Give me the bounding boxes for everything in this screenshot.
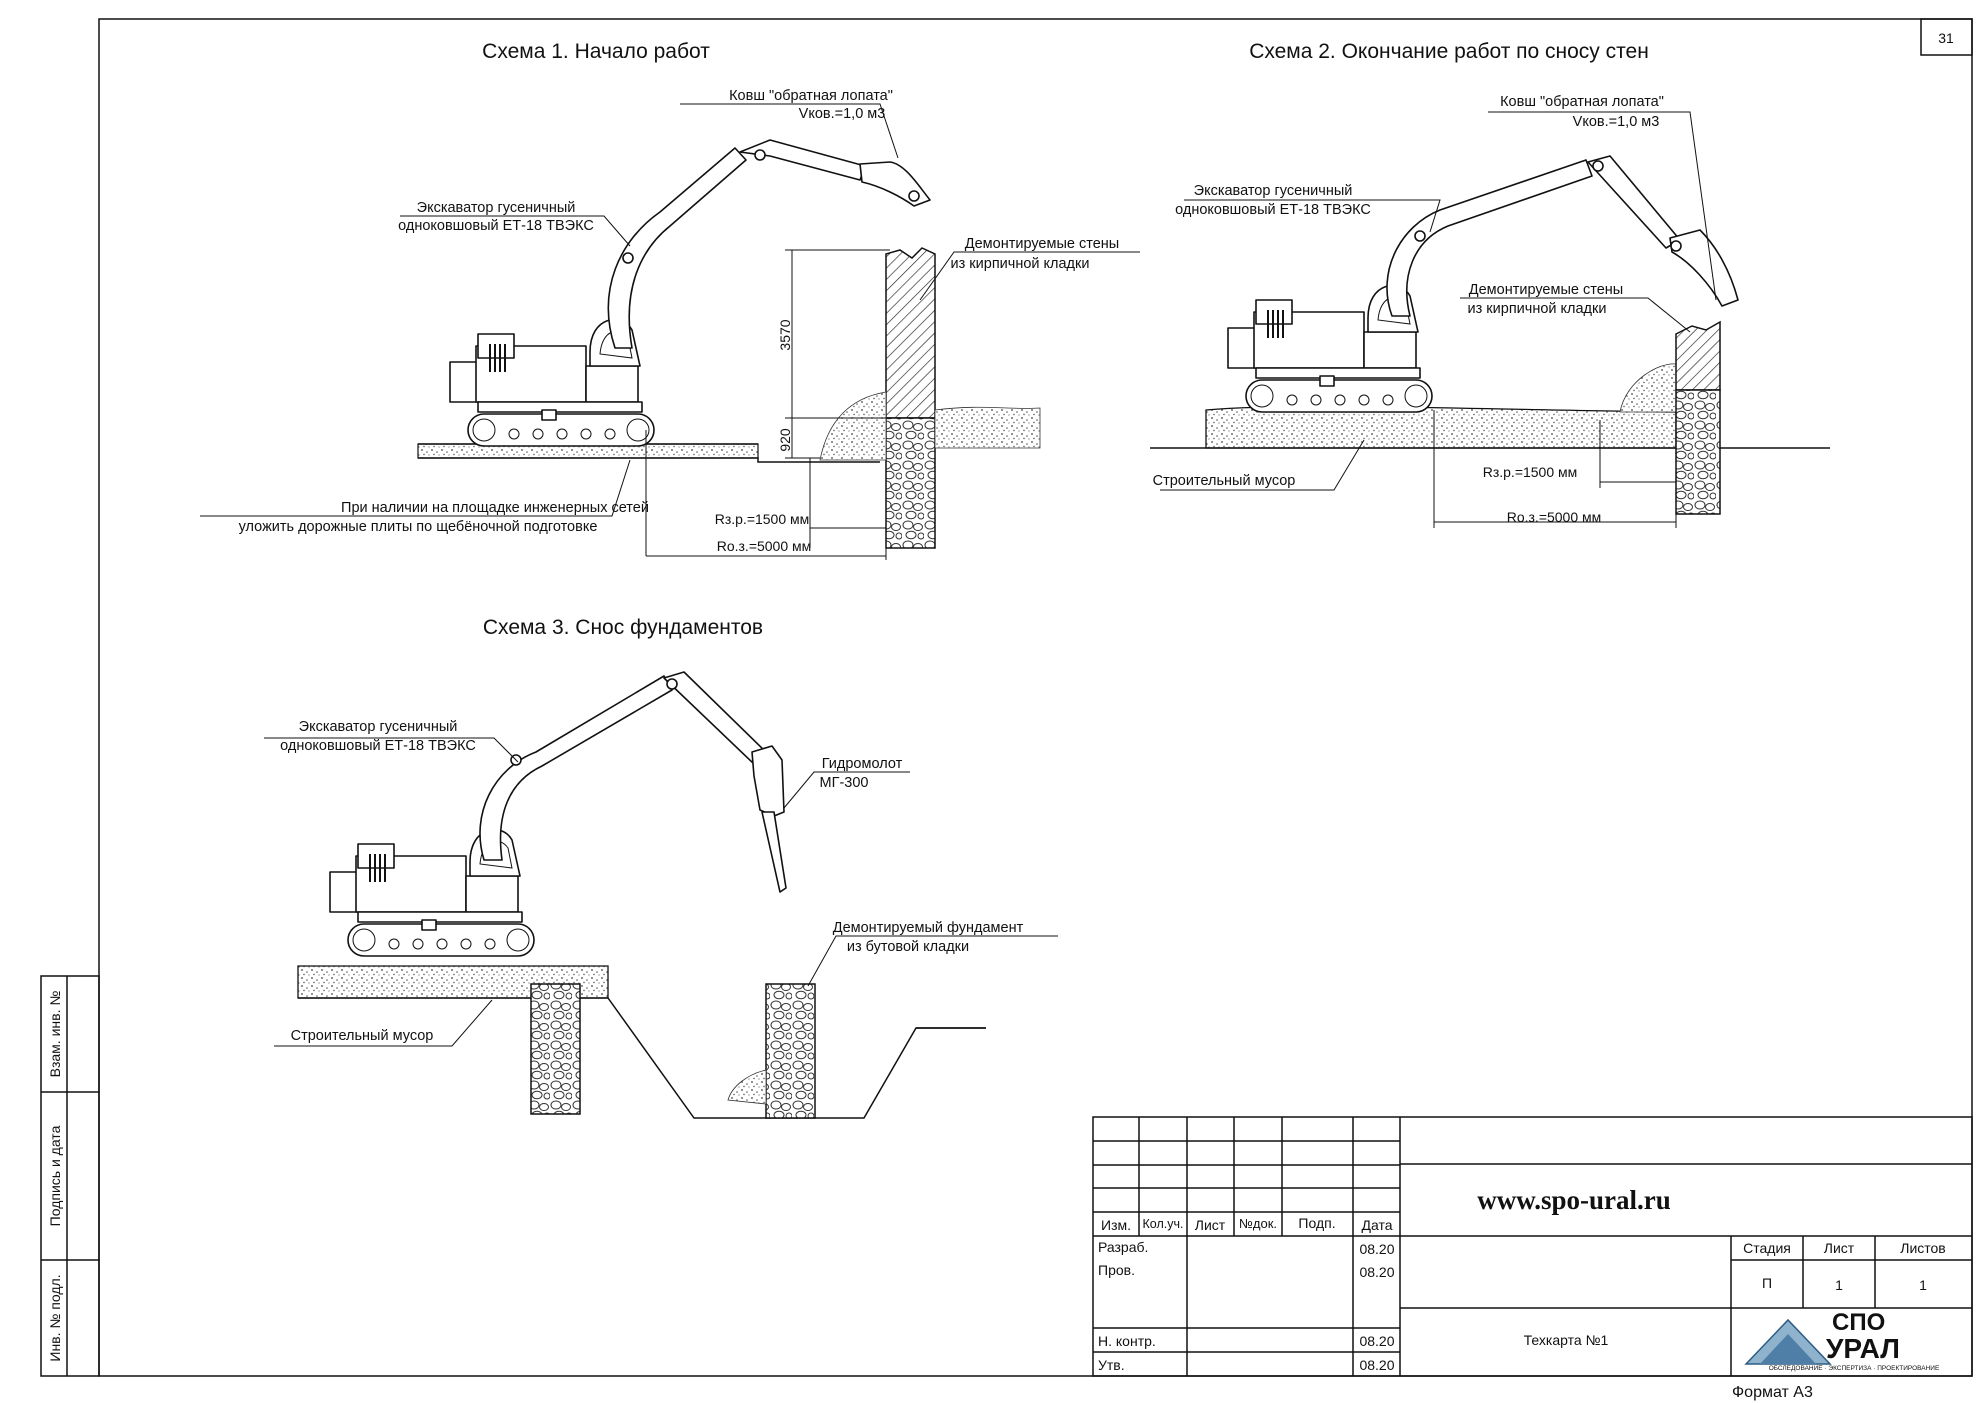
dim-height: 3570 — [777, 319, 793, 350]
hammer-label-line2: МГ-300 — [820, 775, 869, 791]
scheme-3-title: Схема 3. Снос фундаментов — [483, 616, 763, 639]
row-role-developer: Разраб. — [1098, 1239, 1148, 1255]
side-stamp: Взам. инв. № Подпись и дата Инв. № подл. — [40, 975, 100, 1377]
drawing-frame — [98, 18, 1973, 1377]
dimensions-2 — [1433, 410, 1677, 528]
foundation-label-line2: из бутовой кладки — [847, 939, 969, 955]
ground-line-1 — [418, 457, 880, 463]
rubble-foundation-1 — [885, 417, 936, 549]
logo-line1: СПО — [1832, 1309, 1885, 1336]
col-header-list: Лист — [1195, 1217, 1226, 1233]
hammer-label-line1: Гидромолот — [822, 756, 903, 772]
document-name: Техкарта №1 — [1524, 1332, 1609, 1348]
scheme-1-title: Схема 1. Начало работ — [482, 40, 710, 63]
title-block: Изм. Кол.уч. Лист №док. Подп. Дата Разра… — [1092, 1116, 1973, 1377]
foundation-column-left — [530, 983, 581, 1115]
row-date-approved: 08.20 — [1359, 1357, 1394, 1373]
radius-danger-1: Rо.з.=5000 мм — [717, 538, 812, 554]
hydraulic-hammer — [751, 745, 785, 817]
rubble-foundation-2 — [1675, 389, 1721, 515]
plates-note-line1: При наличии на площадке инженерных сетей — [341, 500, 649, 516]
dimensions-1 — [645, 249, 890, 560]
walls-2-label-line2: из кирпичной кладки — [1468, 301, 1607, 317]
col-header-koluch: Кол.уч. — [1143, 1217, 1184, 1231]
excavator-3-label-line1: Экскаватор гусеничный — [299, 719, 458, 735]
bucket-1 — [859, 161, 931, 207]
sheets-total-value: 1 — [1919, 1277, 1927, 1293]
bucket-1-label-line1: Ковш "обратная лопата" — [729, 88, 893, 104]
company-logo: СПО УРАЛ ОБСЛЕДОВАНИЕ · ЭКСПЕРТИЗА · ПРО… — [1744, 1309, 1940, 1372]
walls-2-label-line1: Демонтируемые стены — [1469, 282, 1623, 298]
excavator-3-arm — [663, 671, 771, 765]
bucket-1-label-line2: Vков.=1,0 м3 — [799, 106, 886, 122]
radius-danger-2: Rо.з.=5000 мм — [1507, 509, 1602, 525]
excavator-3 — [329, 828, 535, 957]
row-role-approved: Утв. — [1098, 1357, 1125, 1373]
walls-1-label-line2: из кирпичной кладки — [951, 256, 1090, 272]
row-date-developer: 08.20 — [1359, 1241, 1394, 1257]
excavator-1-label-line2: одноковшовый ЕТ-18 ТВЭКС — [398, 218, 594, 234]
excavator-2-boom — [1386, 159, 1593, 317]
sheet-number: 31 — [1938, 30, 1954, 46]
excavator-1-boom — [607, 147, 747, 349]
stamp-replace-inv: Взам. инв. № — [47, 991, 63, 1078]
col-header-data: Дата — [1361, 1217, 1392, 1233]
stage-header: Стадия — [1743, 1240, 1791, 1256]
excavator-3-boom — [479, 675, 673, 861]
debris-pile-1 — [819, 391, 887, 461]
stamp-inv-original: Инв. № подл. — [47, 1274, 63, 1361]
stamp-sign-date: Подпись и дата — [47, 1125, 63, 1226]
scheme-1: Схема 1. Начало работ — [200, 40, 1140, 560]
plates-note-line2: уложить дорожные плиты по щебёночной под… — [239, 519, 598, 535]
excavator-3-label-line2: одноковшовый ЕТ-18 ТВЭКС — [280, 738, 476, 754]
debris-2-label: Строительный мусор — [1153, 473, 1296, 489]
scheme-2-title: Схема 2. Окончание работ по сносу стен — [1249, 40, 1649, 63]
logo-line2: УРАЛ — [1826, 1333, 1900, 1364]
sheet-number-box — [1920, 18, 1973, 56]
radius-work-1: Rз.р.=1500 мм — [715, 511, 810, 527]
stage-value: П — [1762, 1275, 1772, 1291]
row-role-norm-control: Н. контр. — [1098, 1333, 1156, 1349]
radius-work-2: Rз.р.=1500 мм — [1483, 464, 1578, 480]
excavator-2-label-line1: Экскаватор гусеничный — [1194, 183, 1353, 199]
scheme-2: Схема 2. Окончание работ по сносу стен R… — [1150, 40, 1830, 528]
hammer-chisel — [761, 811, 787, 893]
bucket-2 — [1669, 229, 1739, 307]
wall-stub-2 — [1675, 320, 1721, 391]
col-header-podp: Подп. — [1298, 1215, 1335, 1231]
col-header-ndok: №док. — [1239, 1216, 1277, 1231]
foundation-label-line1: Демонтируемый фундамент — [833, 920, 1024, 936]
bucket-2-label-line2: Vков.=1,0 м3 — [1573, 114, 1660, 130]
format-label: Формат А3 — [1732, 1384, 1813, 1401]
excavator-1-label-line1: Экскаватор гусеничный — [417, 200, 576, 216]
dim-depth: 920 — [777, 428, 793, 452]
row-role-checker: Пров. — [1098, 1262, 1135, 1278]
row-date-checker: 08.20 — [1359, 1264, 1394, 1280]
sheet-value: 1 — [1835, 1277, 1843, 1293]
walls-1-label-line1: Демонтируемые стены — [965, 236, 1119, 252]
col-header-izm: Изм. — [1101, 1217, 1131, 1233]
sheet-header: Лист — [1824, 1240, 1855, 1256]
scheme-3: Схема 3. Снос фундаментов Экскаватор гус… — [264, 616, 1058, 1119]
logo-tagline: ОБСЛЕДОВАНИЕ · ЭКСПЕРТИЗА · ПРОЕКТИРОВАН… — [1769, 1365, 1940, 1372]
sheets-total-header: Листов — [1900, 1240, 1946, 1256]
row-date-norm-control: 08.20 — [1359, 1333, 1394, 1349]
excavator-2-label-line2: одноковшовый ЕТ-18 ТВЭКС — [1175, 202, 1371, 218]
foundation-column-right — [765, 983, 816, 1119]
brick-wall — [885, 247, 936, 419]
website-url: www.spo-ural.ru — [1477, 1185, 1671, 1215]
debris-3-label: Строительный мусор — [291, 1028, 434, 1044]
bucket-2-label-line1: Ковш "обратная лопата" — [1500, 94, 1664, 110]
trench-profile — [298, 997, 986, 1119]
